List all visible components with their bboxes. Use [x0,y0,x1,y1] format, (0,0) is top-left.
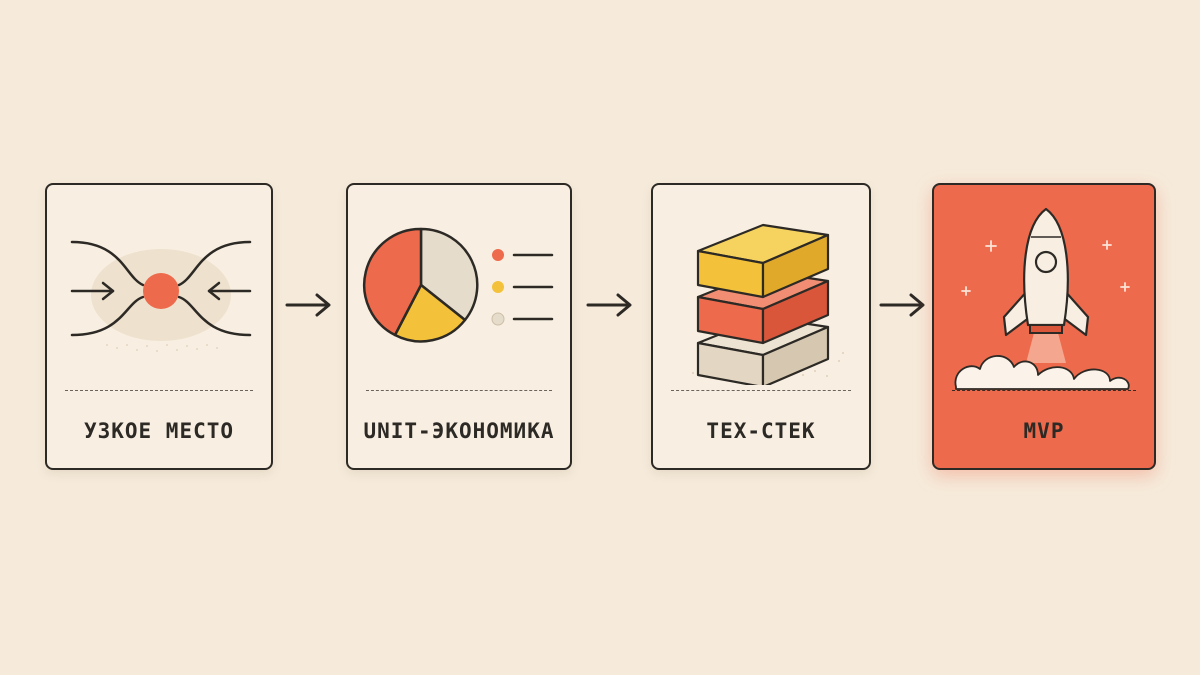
card-divider [366,390,552,391]
card-divider [65,390,253,391]
pie-chart-icon [362,227,554,343]
stack-layers-icon [692,223,844,385]
step-label-unit-economics: UNIT-ЭКОНОМИКА [363,419,555,443]
rocket-icon [954,207,1130,390]
arrow-right-icon [879,293,925,317]
step-label-bottleneck: УЗКОЕ МЕСТО [83,419,235,443]
arrow-right-icon [285,293,331,317]
card-divider [671,390,851,391]
step-label-tech-stack: ТЕХ-СТЕК [706,419,816,443]
arrow-right-icon [586,293,632,317]
step-card-mvp: MVP [932,183,1156,470]
step-card-bottleneck: УЗКОЕ МЕСТО [45,183,273,470]
step-label-mvp: MVP [1023,419,1065,443]
bottleneck-icon [70,240,252,352]
step-card-unit-economics: UNIT-ЭКОНОМИКА [346,183,572,470]
step-card-tech-stack: ТЕХ-СТЕК [651,183,871,470]
card-divider [952,390,1136,391]
